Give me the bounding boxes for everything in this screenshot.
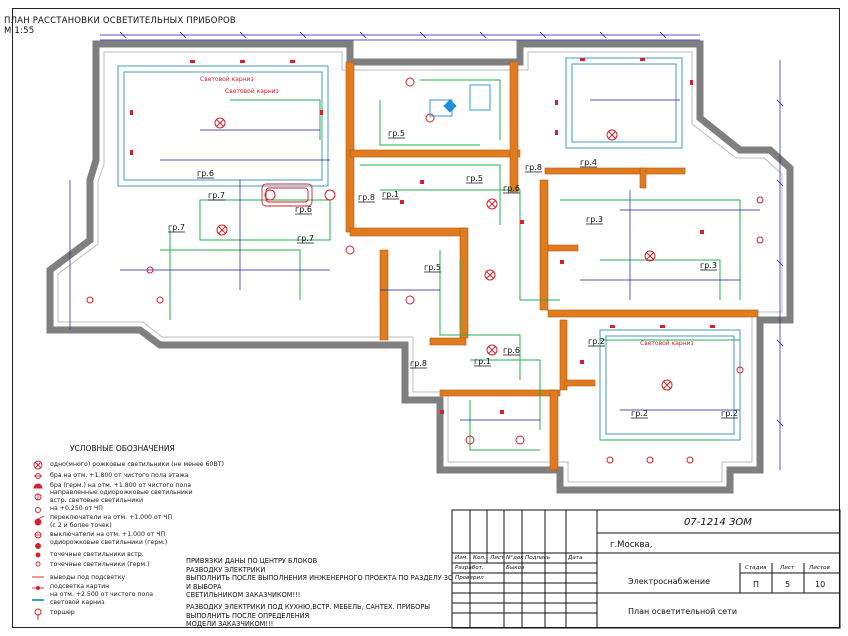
project-city: г.Москва, xyxy=(610,540,653,550)
legend-item: направленные одиорожковые светильники xyxy=(50,489,193,496)
group-label: гр.1 xyxy=(382,190,399,199)
group-label: гр.7 xyxy=(168,223,185,232)
note-line: СВЕТИЛЬНИКОМ ЗАКАЗЧИКОМ!!! xyxy=(186,591,301,600)
partitions xyxy=(345,61,759,471)
legend-item: световой карниз xyxy=(50,599,105,606)
header-cell: Изм. xyxy=(455,555,469,561)
title-block-grid xyxy=(451,509,841,629)
group-label: гр.3 xyxy=(586,215,603,224)
note-line: РАЗВОДКУ ЭЛЕКТРИКИ xyxy=(186,565,266,574)
cornice-label: Световой карниз xyxy=(640,340,694,347)
legend-item: переключатели на отм. +1.000 от ЧП xyxy=(50,514,173,521)
group-label: гр.5 xyxy=(388,129,405,138)
group-label: гр.7 xyxy=(208,191,225,200)
legend-item: точечные светильники встр. xyxy=(50,551,144,558)
legend-item: выключатели на отм. +1.000 от ЧП xyxy=(50,531,166,538)
legend-item: бра (герм.) на отм. +1.800 от чистого по… xyxy=(50,482,191,489)
group-label: гр.8 xyxy=(525,163,542,172)
group-labels: гр.5 гр.6 гр.7 гр.7 гр.6 гр.7 гр.5 гр.8 … xyxy=(168,129,738,418)
header-cell: Подпись xyxy=(525,555,551,561)
legend-item: (с 2 и более точек) xyxy=(50,522,112,529)
cornice-outlines xyxy=(117,57,741,441)
stage-value: П xyxy=(753,580,760,589)
group-label: гр.6 xyxy=(295,205,312,214)
note-line: ВЫПОЛНИТЬ ПОСЛЕ ВЫПОЛНЕНИЯ ИНЖЕНЕРНОГО П… xyxy=(186,574,454,591)
group-label: гр.2 xyxy=(721,409,738,418)
cornice-label: Световой карниз xyxy=(200,76,254,83)
group-label: гр.2 xyxy=(588,337,605,346)
group-label: гр.6 xyxy=(503,184,520,193)
legend-item: бра на отм. +1.800 от чистого пола этажа xyxy=(50,472,189,479)
note-line: ВЫПОЛНИТЬ ПОСЛЕ ОПРЕДЕЛЕНИЯ xyxy=(186,611,310,620)
legend-item: на +0.250 от ЧП xyxy=(50,505,103,512)
legend-item: выводы под подсветку xyxy=(50,574,126,581)
sheet-header: Лист xyxy=(780,565,795,571)
wiring xyxy=(160,79,741,451)
group-leaders xyxy=(168,137,738,419)
group-label: гр.3 xyxy=(700,261,717,270)
plan-title: ПЛАН РАССТАНОВКИ ОСВЕТИТЕЛЬНЫХ ПРИБОРОВ … xyxy=(4,16,236,36)
row-checked: Проверил xyxy=(455,575,484,581)
group-label: гр.8 xyxy=(410,359,427,368)
stage-header: Стадия xyxy=(745,565,767,571)
plan-scale: М 1:55 xyxy=(4,26,35,36)
cornice-labels: Световой карниз Световой карниз Световой… xyxy=(200,76,694,347)
plan-title-line1: ПЛАН РАССТАНОВКИ ОСВЕТИТЕЛЬНЫХ ПРИБОРОВ xyxy=(4,16,236,26)
group-label: гр.1 xyxy=(474,357,491,366)
legend-item: подсветка картин xyxy=(50,583,110,590)
legend-item: точечные светильники (герм.) xyxy=(50,561,150,568)
cornice-label: Световой карниз xyxy=(225,88,279,95)
group-label: гр.4 xyxy=(580,158,597,167)
group-label: гр.6 xyxy=(197,169,214,178)
header-cell: Кол. xyxy=(473,555,486,561)
group-label: гр.7 xyxy=(297,234,314,243)
legend-item: одиорожковые светильники (герм.) xyxy=(50,539,168,546)
sheet-value: 5 xyxy=(785,580,791,589)
outer-walls-inner xyxy=(57,51,783,483)
row-developed: Разработ. xyxy=(455,565,484,571)
dimension-lines xyxy=(69,34,781,470)
document-code: 07-1214 ЗОМ xyxy=(684,517,752,528)
header-cell: N°док xyxy=(506,555,524,561)
header-cell: Дата xyxy=(568,555,583,561)
header-cell: Лист xyxy=(490,555,505,561)
note-line: МОДЕЛИ ЗАКАЗЧИКОМ!!! xyxy=(186,620,274,629)
group-label: гр.6 xyxy=(503,346,520,355)
note-line: РАЗВОДКУ ЭЛЕКТРИКИ ПОД КУХНЮ,ВСТР. МЕБЕЛ… xyxy=(186,602,431,611)
legend-item: торшер xyxy=(50,609,75,616)
legend-item: на отм. +2.500 от чистого пола xyxy=(50,591,154,598)
note-line: ПРИВЯЗКИ ДАНЫ ПО ЦЕНТРУ БЛОКОВ xyxy=(186,557,318,565)
general-notes: ПРИВЯЗКИ ДАНЫ ПО ЦЕНТРУ БЛОКОВ РАЗВОДКУ … xyxy=(186,557,456,629)
furniture xyxy=(261,183,313,207)
developer-name: Быков xyxy=(506,565,525,571)
legend-item: одно(много) рожковые светильники (не мен… xyxy=(50,461,224,468)
legend-item: встр. световые светильники xyxy=(50,497,143,504)
light-fixtures xyxy=(86,77,764,464)
sheets-header: Листов xyxy=(809,565,830,571)
point-lights xyxy=(130,58,715,414)
dimension-ticks xyxy=(119,31,784,427)
group-label: гр.8 xyxy=(358,193,375,202)
group-label: гр.5 xyxy=(466,174,483,183)
sheet-frame xyxy=(12,8,840,628)
legend-title: УСЛОВНЫЕ ОБОЗНАЧЕНИЯ xyxy=(70,444,175,453)
legend-symbols xyxy=(32,460,45,620)
sheets-value: 10 xyxy=(815,580,826,589)
plumbing xyxy=(429,84,491,117)
group-label: гр.2 xyxy=(631,409,648,418)
group-label: гр.5 xyxy=(424,263,441,272)
sheet-title: План осветительной сети xyxy=(628,607,738,616)
project-section: Электроснабжение xyxy=(628,577,711,586)
outer-walls xyxy=(46,40,794,494)
